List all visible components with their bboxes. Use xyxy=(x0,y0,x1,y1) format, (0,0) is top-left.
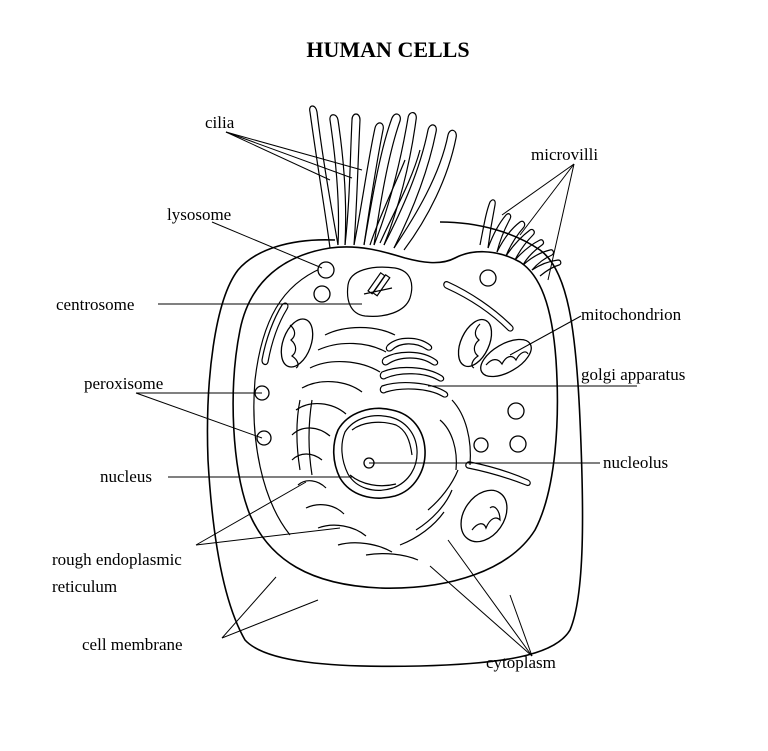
rough-er-region xyxy=(291,326,471,561)
centrosome xyxy=(346,266,413,317)
label-cell-membrane: cell membrane xyxy=(82,635,183,654)
label-mitochondrion: mitochondrion xyxy=(581,305,682,324)
label-golgi-apparatus: golgi apparatus xyxy=(581,365,685,384)
leader-lines xyxy=(135,131,637,657)
golgi-apparatus xyxy=(379,337,449,398)
cytoplasm-boundary xyxy=(232,246,559,589)
label-lysosome: lysosome xyxy=(167,205,231,224)
lysosome xyxy=(317,261,335,279)
lysosome xyxy=(313,285,331,303)
cilia-group xyxy=(309,105,457,251)
cell-membrane xyxy=(206,221,584,668)
label-microvilli: microvilli xyxy=(531,145,598,164)
label-nucleus: nucleus xyxy=(100,467,152,486)
er-tube xyxy=(443,281,514,332)
label-cytoplasm: cytoplasm xyxy=(486,653,556,672)
inner-edge-line xyxy=(253,267,323,536)
peroxisome xyxy=(256,430,272,446)
nucleus xyxy=(332,407,426,499)
label-peroxisome: peroxisome xyxy=(84,374,163,393)
mitochondrion xyxy=(280,318,314,369)
peroxisome xyxy=(507,402,525,420)
mitochondrion xyxy=(457,318,493,369)
diagram-title: HUMAN CELLS xyxy=(306,37,469,62)
label-rough-er-line1: rough endoplasmic xyxy=(52,550,182,569)
label-nucleolus: nucleolus xyxy=(603,453,668,472)
er-tube xyxy=(261,302,289,366)
label-rough-er-line2: reticulum xyxy=(52,577,117,596)
peroxisome xyxy=(473,437,489,453)
peroxisome xyxy=(509,435,527,453)
er-tube xyxy=(465,461,531,487)
lysosome xyxy=(479,269,497,287)
label-centrosome: centrosome xyxy=(56,295,134,314)
mitochondrion xyxy=(460,489,508,543)
microvilli-group xyxy=(479,199,562,277)
label-cilia: cilia xyxy=(205,113,235,132)
